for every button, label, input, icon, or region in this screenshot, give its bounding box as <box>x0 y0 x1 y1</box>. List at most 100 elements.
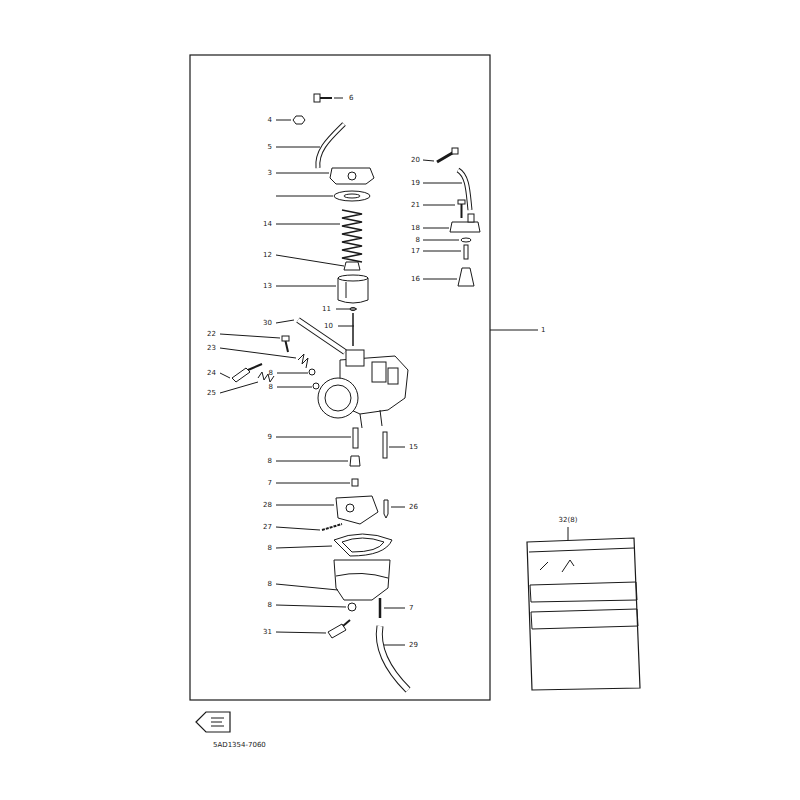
leader-line <box>384 645 405 646</box>
leader-line <box>276 483 350 484</box>
float-part <box>336 496 378 524</box>
leader-line <box>276 546 332 548</box>
callout-number: 21 <box>411 202 420 209</box>
o-ring-part <box>309 369 315 375</box>
frame <box>190 55 490 700</box>
callout-number: 17 <box>411 248 420 255</box>
callout-number: 29 <box>409 642 418 649</box>
o-ring-part <box>313 383 319 389</box>
hose-part <box>458 170 470 210</box>
callout-number: 20 <box>411 157 420 164</box>
cable-guide <box>318 124 344 168</box>
leader-line <box>384 608 405 609</box>
carburetor-body <box>318 350 408 428</box>
float-bowl <box>334 560 390 600</box>
leader-line <box>389 447 405 448</box>
jet-part <box>383 432 387 458</box>
callout-number: 26 <box>409 504 418 511</box>
callout-number: 7 <box>268 480 272 487</box>
seat-part <box>344 262 360 270</box>
throttle-slide <box>346 282 347 298</box>
front-arrow-icon <box>196 712 230 732</box>
leader-line <box>423 205 455 206</box>
leader-line <box>276 584 338 590</box>
leader-line <box>423 183 462 184</box>
hose-part <box>379 626 408 690</box>
callout-number: 27 <box>263 524 272 531</box>
leader-line <box>220 334 280 338</box>
hose-part <box>458 170 470 210</box>
leader-line <box>276 120 291 121</box>
leader-line <box>276 320 294 323</box>
leader-line <box>391 507 405 508</box>
callout-number: 8 <box>269 370 273 377</box>
leader-line <box>276 286 336 287</box>
jet-part <box>353 428 358 448</box>
spring-part <box>298 354 308 368</box>
callout-number: 8 <box>269 384 273 391</box>
callout-number: 22 <box>207 331 216 338</box>
callout-number: 3 <box>268 170 272 177</box>
callout-number: 9 <box>268 434 272 441</box>
o-ring-part <box>348 603 356 611</box>
hose-part <box>298 320 345 352</box>
plate-part <box>450 222 480 232</box>
callout-number: 15 <box>409 444 418 451</box>
plate-part <box>468 214 474 222</box>
plunger-part <box>458 268 474 286</box>
callout-number: 14 <box>263 221 272 228</box>
cap-part <box>348 172 356 180</box>
leader-line <box>568 527 569 540</box>
screw-part <box>314 94 332 102</box>
float-part <box>346 504 354 512</box>
leader-line <box>276 255 344 266</box>
screw-part <box>437 148 458 162</box>
drawing-number: 5AD1354-7060 <box>213 742 266 749</box>
leader-line <box>276 632 326 633</box>
screw-part <box>458 200 465 204</box>
callout-number: 12 <box>263 252 272 259</box>
callout-number: 25 <box>207 390 216 397</box>
screw-part <box>232 368 250 382</box>
leader-line <box>220 382 258 393</box>
gasket-part <box>334 191 370 201</box>
leader-line <box>490 330 538 331</box>
leader-line <box>276 605 346 607</box>
leader-line <box>336 309 357 310</box>
pin-part <box>464 245 468 259</box>
callout-number: 5 <box>268 144 272 151</box>
leader-line <box>276 461 348 462</box>
jet-part <box>350 456 360 466</box>
throttle-slide <box>338 275 368 281</box>
screw-part <box>461 204 463 218</box>
leader-line <box>276 224 340 225</box>
o-ring-part <box>461 238 471 242</box>
parts-bag <box>527 538 640 690</box>
leader-line <box>423 251 461 252</box>
leader-line <box>423 279 457 280</box>
callout-number: 1 <box>541 327 545 334</box>
callout-number: 18 <box>411 225 420 232</box>
leader-line <box>277 373 308 374</box>
spring-part <box>342 210 362 262</box>
valve-part <box>384 500 388 518</box>
callout-number: 24 <box>207 370 216 377</box>
needle-part <box>352 313 354 346</box>
gasket-part <box>344 194 360 198</box>
leader-line <box>277 387 312 388</box>
callout-number: 4 <box>268 117 272 124</box>
screw-part <box>248 364 262 370</box>
callout-number: 32(8) <box>559 517 578 524</box>
callout-number: 28 <box>263 502 272 509</box>
callout-number: 8 <box>268 458 272 465</box>
callout-number: 23 <box>207 345 216 352</box>
callout-number: 7 <box>409 605 413 612</box>
gasket-part <box>334 534 392 556</box>
leader-line <box>276 147 320 148</box>
screw-part <box>282 336 289 341</box>
cable-guide <box>318 124 344 168</box>
leader-line <box>276 437 351 438</box>
leader-line <box>276 196 333 197</box>
